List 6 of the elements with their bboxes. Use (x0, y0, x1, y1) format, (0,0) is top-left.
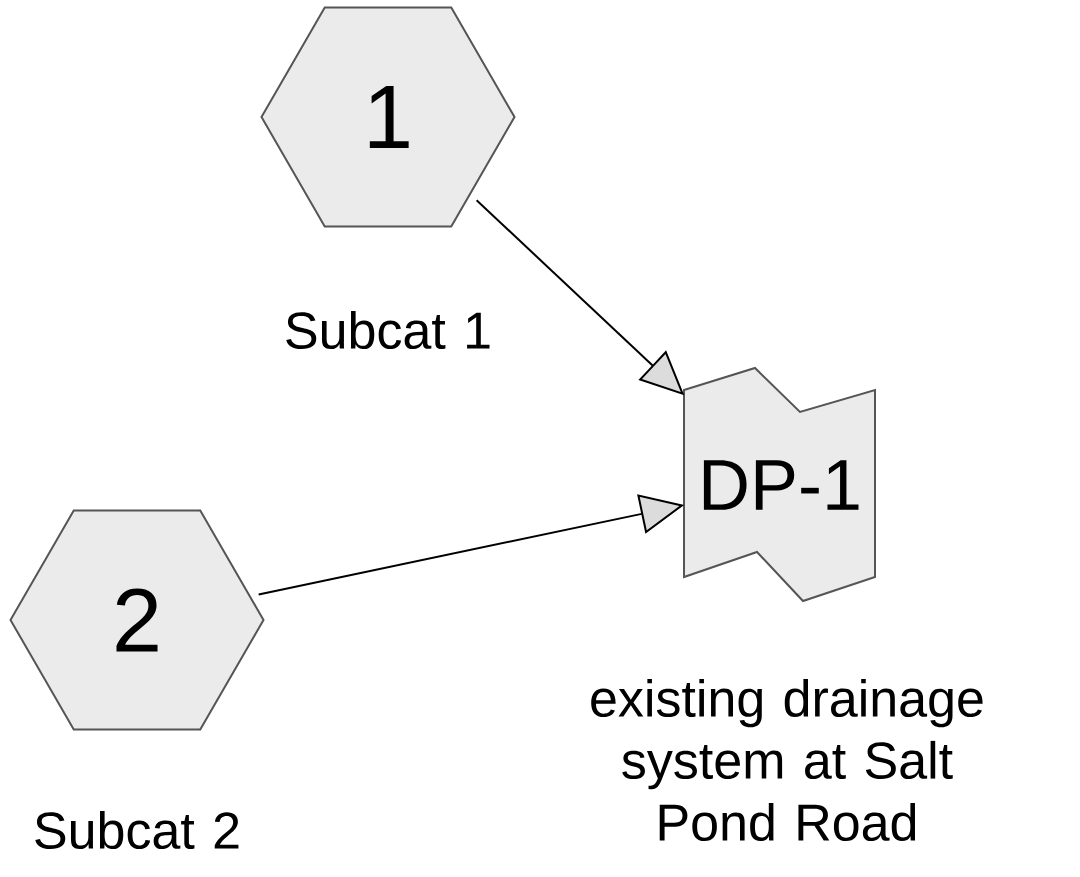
node-caption: Subcat 2 (35, 810, 239, 850)
off-page-connector: DP-1 (683, 366, 876, 603)
hexagon-node: 1 (260, 6, 516, 228)
hexagon-node: 2 (9, 509, 265, 731)
node-caption: Subcat 1 (286, 310, 490, 350)
node-caption: existing drainage system at Salt Pond Road (591, 678, 983, 842)
